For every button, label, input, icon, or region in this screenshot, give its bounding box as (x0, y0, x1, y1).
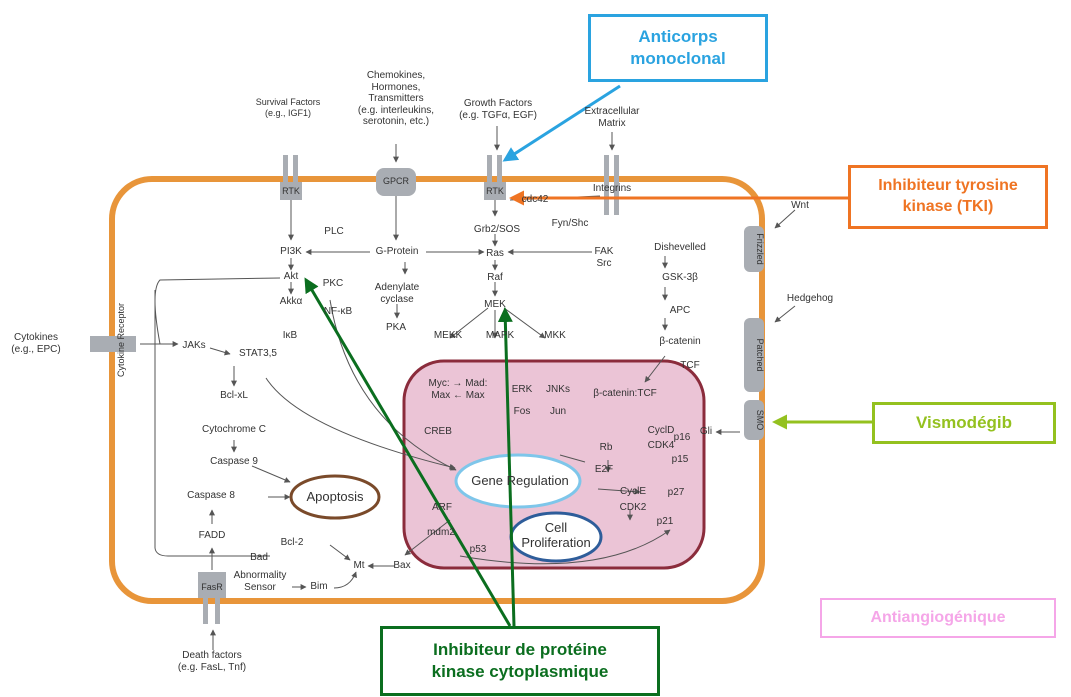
g-protein-node: G-Protein (375, 246, 419, 257)
svg-text:RTK: RTK (282, 186, 300, 196)
ras-node: Ras (486, 248, 504, 259)
apoptosis-label: Apoptosis (306, 489, 364, 504)
cytokines-label: Cytokines (e.g., EPC) (11, 332, 61, 355)
vismodegib-callout: Vismodégib (872, 402, 1056, 444)
tki-callout: Inhibiteur tyrosine kinase (TKI) (848, 165, 1048, 229)
grb2-sos-node: Grb2/SOS (473, 224, 521, 235)
mekk-node: MEKK (433, 330, 463, 341)
p15-node: p15 (671, 454, 689, 465)
p27-node: p27 (667, 487, 685, 498)
abnormality-sensor-node: Abnormality Sensor (233, 570, 287, 593)
akka-node: Akkα (279, 296, 303, 307)
pkc-node: PKC (322, 278, 344, 289)
cycld-node: CyclD (647, 425, 675, 436)
anticorps-callout: Anticorps monoclonal (588, 14, 768, 82)
gli-node: Gli (699, 426, 713, 437)
svg-text:FasR: FasR (201, 582, 223, 592)
adenylate-cyclase-node: Adenylate cyclase (374, 282, 420, 305)
pkc-inhibitor-callout: Inhibiteur de protéine kinase cytoplasmi… (380, 626, 660, 696)
death-factors-label: Death factors (e.g. FasL, Tnf) (177, 650, 247, 673)
gsk3b-node: GSK-3β (662, 272, 698, 283)
fadd-node: FADD (198, 530, 226, 541)
mdm2-node: mdm2 (427, 527, 455, 538)
cell-proliferation-label: Cell Proliferation (521, 520, 591, 550)
rtk-receptor-center: RTK (484, 155, 506, 200)
cytokine-receptor: Cytokine Receptor (90, 303, 136, 377)
beta-catenin-tcf-node: β-catenin:TCF (593, 388, 657, 399)
e2f-node: E2F (594, 464, 614, 475)
rb-node: Rb (599, 442, 613, 453)
plc-node: PLC (324, 226, 344, 237)
apc-node: APC (669, 305, 691, 316)
growth-factors-label: Growth Factors (e.g. TGFα, EGF) (459, 98, 537, 121)
mt-node: Mt (353, 560, 365, 571)
pka-node: PKA (385, 322, 407, 333)
survival-factors-label: Survival Factors(e.g., IGF1) (256, 97, 321, 118)
apoptosis-oval (289, 474, 381, 520)
jnks-node: JNKs (546, 384, 570, 395)
smo-receptor: SMO (744, 400, 765, 440)
erk-node: ERK (511, 384, 533, 395)
cdk2-node: CDK2 (619, 502, 647, 513)
extracellular-matrix-label: Extracellular Matrix (584, 106, 640, 129)
akt-node: Akt (283, 271, 299, 282)
bcl2-node: Bcl-2 (280, 537, 304, 548)
integrin-receptor (604, 155, 619, 215)
jun-node: Jun (549, 406, 567, 417)
anticorps-arrow (502, 84, 621, 162)
bax-node: Bax (393, 560, 411, 571)
mek-node: MEK (484, 299, 506, 310)
cdc42-node: cdc42 (521, 194, 549, 205)
p53-node: p53 (469, 544, 487, 555)
nfkb-node: NF-κB (323, 306, 353, 317)
jaks-node: JAKs (182, 340, 206, 351)
fos-node: Fos (513, 406, 531, 417)
bcl-xl-node: Bcl-xL (220, 390, 248, 401)
svg-text:Cytokine Receptor: Cytokine Receptor (116, 303, 126, 377)
integrins-node: Integrins (592, 183, 632, 194)
svg-text:RTK: RTK (486, 186, 504, 196)
beta-catenin-node: β-catenin (659, 336, 701, 347)
gpcr-receptor: GPCR (376, 168, 416, 196)
fak-src-node: FAK Src (594, 246, 614, 269)
pi3k-node: PI3K (280, 246, 302, 257)
svg-text:Frizzled: Frizzled (755, 233, 765, 265)
p21-node: p21 (656, 516, 674, 527)
svg-text:Patched: Patched (755, 338, 765, 371)
chemokines-label: Chemokines, Hormones, Transmitters (e.g.… (357, 70, 435, 127)
svg-text:GPCR: GPCR (383, 176, 410, 186)
mapk-node: MAPK (485, 330, 515, 341)
ikb-node: IκB (282, 330, 298, 341)
cdk4-node: CDK4 (647, 440, 675, 451)
cytochrome-c-node: Cytochrome C (202, 424, 266, 435)
frizzled-receptor: Frizzled (744, 226, 765, 272)
fas-receptor: FasR (198, 572, 226, 624)
bim-node: Bim (310, 581, 328, 592)
pkc-inhibitor-arrow-mek (497, 307, 516, 627)
wnt-label: Wnt (791, 200, 809, 211)
creb-node: CREB (424, 426, 452, 437)
patched-receptor: Patched (744, 318, 765, 392)
stat35-node: STAT3,5 (239, 348, 277, 359)
pkc-inhibitor-arrow-akt (304, 277, 512, 627)
gene-regulation-oval (454, 453, 582, 509)
mkk-node: MKK (544, 330, 566, 341)
arf-node: ARF (432, 502, 452, 513)
hedgehog-label: Hedgehog (786, 293, 834, 304)
bad-node: Bad (250, 552, 268, 563)
cycle-node: CyclE (619, 486, 647, 497)
antiangiogenique-callout: Antiangiogénique (820, 598, 1056, 638)
caspase9-node: Caspase 9 (210, 456, 258, 467)
tcf-node: TCF (680, 360, 700, 371)
gene-regulation-label: Gene Regulation (471, 473, 569, 488)
raf-node: Raf (487, 272, 503, 283)
caspase8-node: Caspase 8 (187, 490, 235, 501)
dishevelled-node: Dishevelled (654, 242, 706, 253)
fyn-shc-node: Fyn/Shc (551, 218, 589, 229)
svg-text:SMO: SMO (755, 410, 765, 431)
myc-max-node: Myc: → Mad: Max ← Max (428, 378, 488, 401)
rtk-receptor-left: RTK (280, 155, 302, 200)
p16-node: p16 (673, 432, 691, 443)
